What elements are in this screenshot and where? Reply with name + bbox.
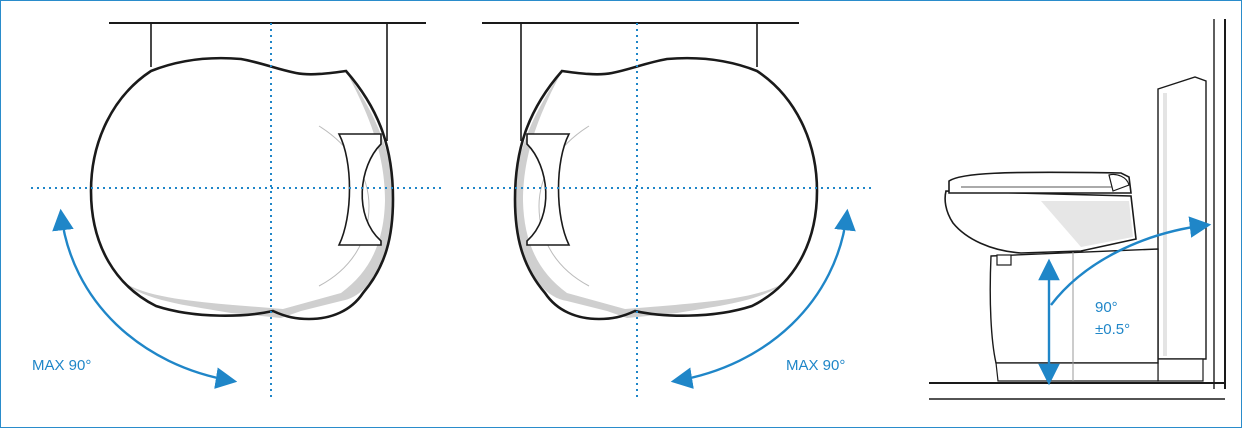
rotation-arrow: [670, 208, 856, 389]
tank-base: [1157, 358, 1204, 382]
angle-arc-arrow: [1050, 216, 1212, 306]
pedestal: [989, 248, 1159, 364]
rotation-arrow: [52, 208, 238, 389]
angle-label-degrees: 90°: [1095, 299, 1118, 316]
hinge-knob: [1108, 173, 1130, 192]
seat-hinge: [337, 133, 382, 246]
tank-outline: [150, 23, 388, 141]
max-angle-label-left: MAX 90°: [32, 357, 92, 374]
pedestal-foot: [995, 362, 1159, 382]
tank-outline: [520, 23, 758, 141]
seat-hinge: [526, 133, 571, 246]
seat-lid: [948, 171, 1132, 194]
pipe-fitting: [996, 254, 1012, 266]
tank-shade: [1163, 93, 1167, 356]
side-view: [929, 19, 1226, 400]
top-view-right: [461, 22, 871, 401]
max-angle-label-right: MAX 90°: [786, 357, 846, 374]
top-view-left: [31, 22, 441, 401]
angle-label-tolerance: ±0.5°: [1095, 321, 1131, 338]
bowl-shade: [1041, 201, 1133, 247]
